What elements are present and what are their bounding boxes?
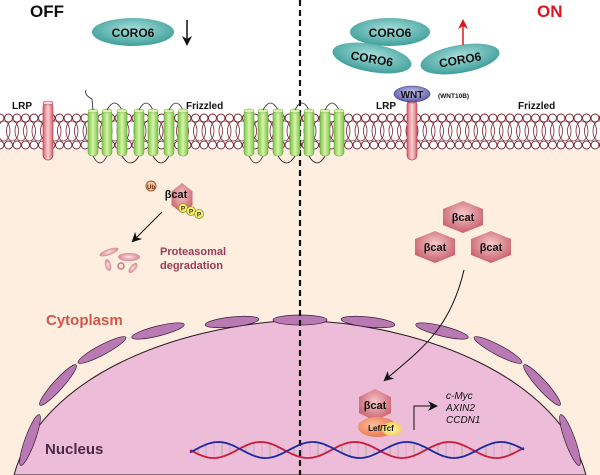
proteasome-fragments-icon: [99, 247, 140, 273]
off-title: OFF: [30, 2, 64, 21]
bcat-label: βcat: [364, 400, 387, 412]
target-gene-ccdn1: CCDN1: [446, 415, 480, 426]
lef-tcf-label: Lef/Tcf: [368, 424, 394, 433]
bcat-label: βcat: [424, 242, 447, 254]
beta-catenin-stabilized-left: βcat: [415, 231, 455, 263]
cytoplasm-label: Cytoplasm: [46, 312, 123, 329]
beta-catenin-nuclear: βcat: [359, 389, 391, 421]
ub-label: Ub: [147, 185, 155, 191]
nuclear-translocation-arrow-icon: [383, 269, 465, 382]
target-gene-cmyc: c-Myc: [446, 391, 473, 402]
lrp-label-on: LRP: [376, 101, 396, 112]
lrp-receptor-on: [406, 98, 418, 161]
lrp-label-off: LRP: [12, 101, 32, 112]
coro6-label: CORO6: [369, 26, 412, 40]
wnt-variant-label: (WNT10B): [438, 93, 469, 100]
svg-text:P: P: [197, 212, 202, 219]
coro6-label: CORO6: [112, 26, 155, 40]
nucleus-label: Nucleus: [45, 441, 103, 458]
frizzled-label-on: Frizzled: [518, 101, 555, 112]
lef-tcf-factor: Lef/Tcf: [358, 417, 402, 437]
coro6-protein-on-top: CORO6: [350, 18, 430, 46]
degradation-label: degradation: [160, 260, 223, 272]
frizzled-receptor-on: [243, 102, 345, 164]
transcription-arrow-icon: [413, 401, 438, 430]
lrp-receptor-off: [42, 100, 54, 161]
on-title: ON: [537, 2, 563, 21]
frizzled-label-off: Frizzled: [186, 101, 223, 112]
dna-helix: [189, 441, 525, 459]
wnt-label: WNT: [401, 90, 424, 101]
frizzled-receptor-off: [85, 89, 189, 164]
coro6-protein-on-left: CORO6: [332, 42, 412, 74]
bcat-label: βcat: [165, 189, 188, 201]
beta-catenin-stabilized-right: βcat: [471, 231, 511, 263]
svg-text:P: P: [189, 209, 194, 216]
wnt-ligand: WNT: [393, 85, 431, 103]
svg-text:P: P: [181, 206, 186, 213]
bcat-label: βcat: [480, 242, 503, 254]
degradation-arrow-icon: [131, 211, 163, 243]
nuclear-pores: [19, 314, 581, 466]
target-gene-axin2: AXIN2: [445, 403, 475, 414]
proteasomal-label: Proteasomal: [160, 246, 226, 258]
coro6-protein-off: CORO6: [92, 18, 174, 46]
ubiquitin-icon: [145, 180, 157, 192]
bcat-label: βcat: [452, 212, 475, 224]
coro6-protein-on-right: CORO6: [420, 43, 500, 75]
beta-catenin-stabilized-top: βcat: [443, 201, 483, 233]
